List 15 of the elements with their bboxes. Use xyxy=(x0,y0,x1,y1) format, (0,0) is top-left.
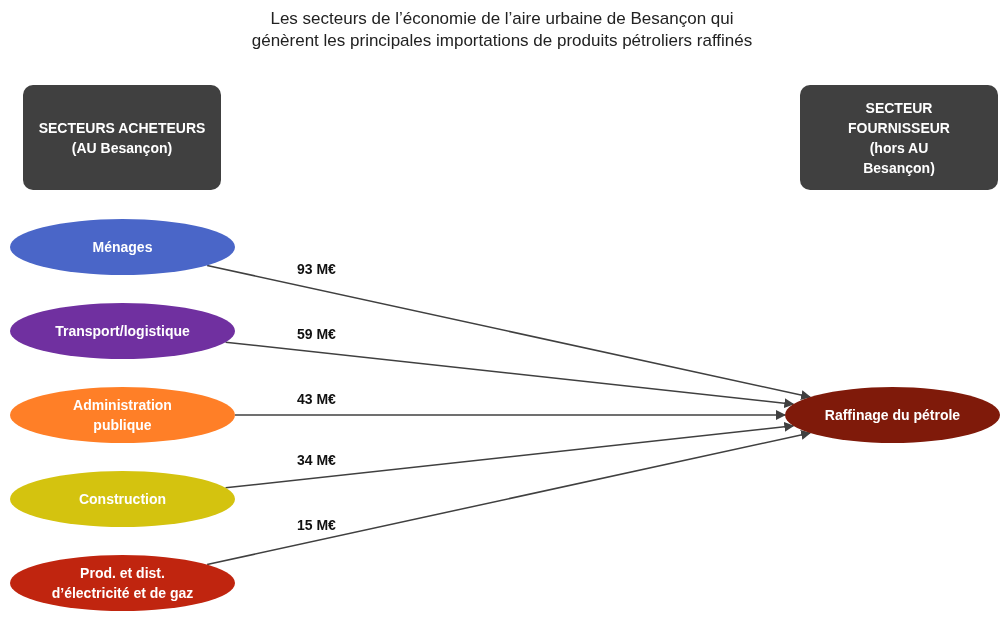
sector-ellipse: Transport/logistique xyxy=(10,303,235,359)
header-box: SECTEURS ACHETEURS (AU Besançon) xyxy=(23,85,221,190)
sector-ellipse: Construction xyxy=(10,471,235,527)
arrow xyxy=(224,341,795,409)
sector-ellipse: Ménages xyxy=(10,219,235,275)
edge-label: 43 M€ xyxy=(295,391,338,407)
sector-ellipse: Raffinage du pétrole xyxy=(785,387,1000,443)
header-box: SECTEUR FOURNISSEUR (hors AU Besançon) xyxy=(800,85,998,190)
diagram-title: Les secteurs de l’économie de l’aire urbaine de Besançon qui génèrent les principales importations de produits pétroliers raffinés xyxy=(250,8,754,52)
arrow xyxy=(224,421,795,489)
sector-ellipse: Administration publique xyxy=(10,387,235,443)
arrow xyxy=(206,430,812,566)
sector-ellipse: Prod. et dist. d’électricité et de gaz xyxy=(10,555,235,611)
arrow xyxy=(234,410,786,420)
arrow xyxy=(206,264,812,400)
